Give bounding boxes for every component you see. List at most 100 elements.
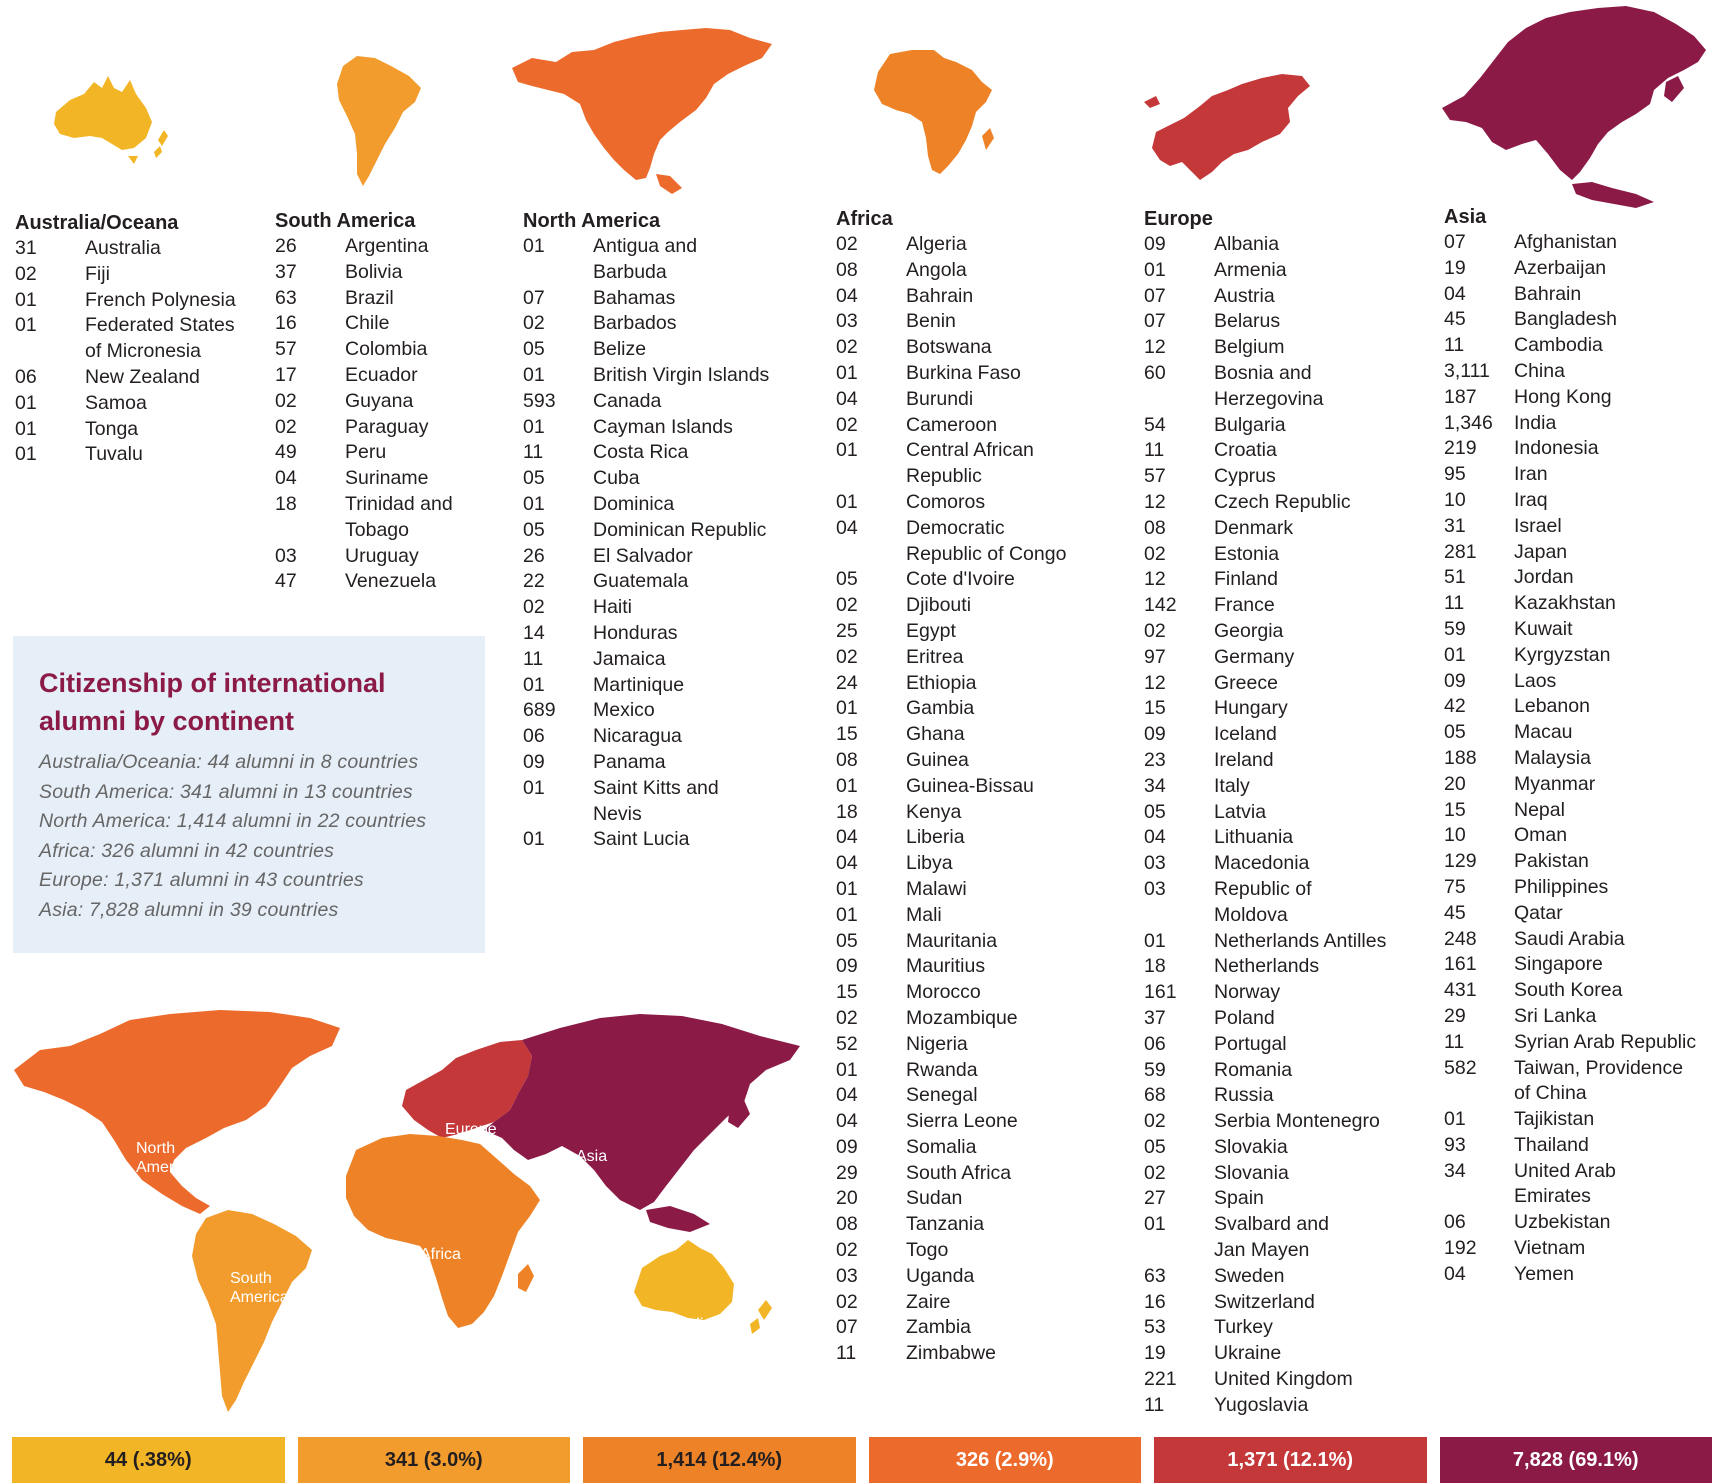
iceland-shape: [1144, 96, 1160, 108]
country-count: 08: [836, 1213, 858, 1236]
country-count: 04: [275, 467, 297, 490]
japan-shape: [1664, 76, 1684, 102]
country-count: 142: [1144, 594, 1177, 617]
country-count: 01: [523, 415, 545, 438]
country-name: Lebanon: [1514, 695, 1590, 718]
country-count: 12: [1144, 671, 1166, 694]
country-count: 34: [1444, 1159, 1466, 1182]
europe-shape: [1152, 74, 1310, 180]
country-name: Sierra Leone: [906, 1110, 1018, 1133]
country-count: 18: [1144, 955, 1166, 978]
summary-line-australia: Australia/Oceania: 44 alumni in 8 countr…: [39, 751, 419, 773]
country-count: 05: [523, 467, 545, 490]
country-count: 47: [275, 570, 297, 593]
map-label-south-america-2: America: [230, 1289, 289, 1306]
north-america-map-icon: [512, 28, 772, 194]
country-name: Lithuania: [1214, 826, 1294, 849]
country-name: South Korea: [1514, 979, 1623, 1002]
asia-shape: [1442, 6, 1706, 180]
country-name: Brazil: [345, 286, 394, 309]
country-count: 07: [1144, 310, 1166, 333]
summary-line-europe: Europe: 1,371 alumni in 43 countries: [39, 869, 364, 891]
country-count: 04: [1444, 1262, 1466, 1285]
country-name: Norway: [1214, 981, 1281, 1004]
country-name: Finland: [1214, 568, 1278, 591]
country-count: 26: [523, 544, 545, 567]
list-item: 08 Tanzania: [836, 1212, 1106, 1238]
country-count: 11: [1144, 439, 1165, 462]
map-label-north-america-1: North: [136, 1140, 175, 1157]
country-name: Kenya: [906, 800, 962, 823]
country-count: 582: [1444, 1056, 1477, 1079]
country-count: 18: [275, 492, 297, 515]
country-count: 45: [1444, 901, 1466, 924]
country-count: 01: [836, 439, 858, 462]
north-america-shape: [512, 28, 772, 180]
country-name: Belarus: [1214, 310, 1281, 333]
map-label-africa: Africa: [420, 1246, 461, 1263]
country-name: Barbados: [593, 312, 677, 335]
country-count: 593: [523, 389, 556, 412]
country-count: 05: [1144, 1135, 1166, 1158]
country-name: Mexico: [593, 699, 655, 722]
country-name: Mali: [906, 903, 942, 926]
summary-line-south-america: South America: 341 alumni in 13 countrie…: [39, 780, 413, 803]
country-count: 01: [15, 288, 37, 311]
column-title: South America: [275, 210, 416, 232]
country-name: Mozambique: [906, 1006, 1018, 1029]
country-name: Nigeria: [906, 1032, 968, 1055]
country-name: Tajikistan: [1514, 1108, 1595, 1131]
country-count: 02: [836, 1239, 858, 1262]
country-name: Bangladesh: [1514, 308, 1618, 331]
summary-title-line2: alumni by continent: [39, 706, 295, 736]
country-count: 06: [1144, 1032, 1166, 1055]
country-count: 07: [1444, 231, 1466, 253]
country-count: 37: [1144, 1006, 1166, 1029]
country-count: 01: [836, 490, 858, 513]
country-count: 10: [1444, 824, 1466, 847]
country-name: Tanzania: [906, 1213, 985, 1236]
africa-region: [346, 1134, 540, 1328]
country-count: 161: [1444, 953, 1477, 976]
country-name: Jamaica: [593, 647, 666, 670]
list-item: 07 Belarus: [1144, 309, 1419, 335]
asia-map-icon: [1442, 6, 1706, 208]
column-title: Asia: [1444, 206, 1487, 228]
country-name: French Polynesia: [85, 288, 236, 311]
country-name: Mauritius: [906, 955, 986, 978]
country-count: 29: [836, 1161, 858, 1184]
map-label-australia: Australia: [650, 1316, 712, 1333]
country-count: 59: [1144, 1058, 1166, 1081]
